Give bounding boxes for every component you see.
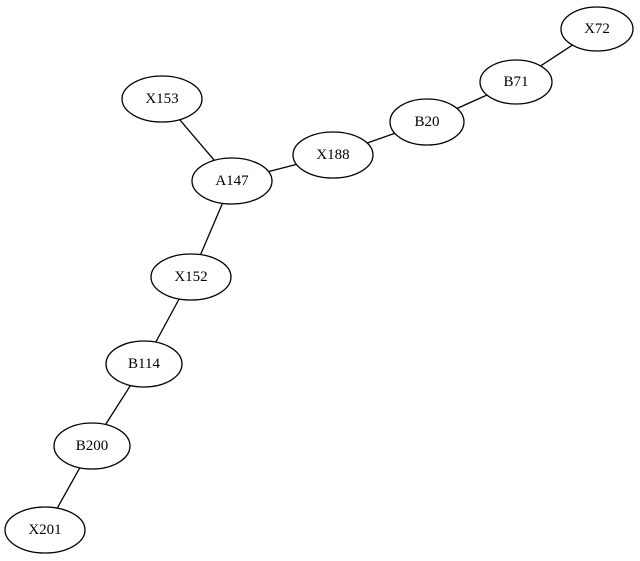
edge-x152-b114 [155,298,180,343]
edge-a147-x152 [199,203,224,255]
node-b200[interactable]: B200 [53,422,131,470]
edge-b71-b20 [456,94,488,110]
node-label: B71 [503,74,528,90]
node-ellipse [150,253,232,301]
node-x188[interactable]: X188 [292,131,374,179]
node-x72[interactable]: X72 [560,6,634,52]
edge-b200-x201 [56,467,81,509]
edge-x188-a147 [268,163,297,173]
edge-x153-a147 [179,119,215,161]
node-ellipse [121,75,203,123]
edge-b20-x188 [366,132,396,144]
node-label: X153 [145,91,178,107]
node-label: B114 [128,356,160,372]
edge-layer [56,44,573,509]
node-x153[interactable]: X153 [121,75,203,123]
node-b20[interactable]: B20 [389,98,465,146]
node-label: A147 [215,173,249,189]
node-a147[interactable]: A147 [191,157,273,205]
node-x152[interactable]: X152 [150,253,232,301]
node-label: B20 [414,114,439,130]
node-ellipse [53,422,131,470]
node-ellipse [479,59,553,105]
node-label: X188 [316,147,349,163]
node-label: B200 [76,438,109,454]
node-ellipse [4,506,86,554]
node-ellipse [292,131,374,179]
node-b114[interactable]: B114 [105,340,183,388]
node-label: X152 [174,269,207,285]
node-b71[interactable]: B71 [479,59,553,105]
node-ellipse [191,157,273,205]
edge-b114-b200 [105,385,131,425]
node-label: X201 [28,522,61,538]
edge-x72-b71 [540,44,573,67]
node-ellipse [560,6,634,52]
node-label: X72 [584,21,610,37]
node-ellipse [105,340,183,388]
node-x201[interactable]: X201 [4,506,86,554]
node-ellipse [389,98,465,146]
